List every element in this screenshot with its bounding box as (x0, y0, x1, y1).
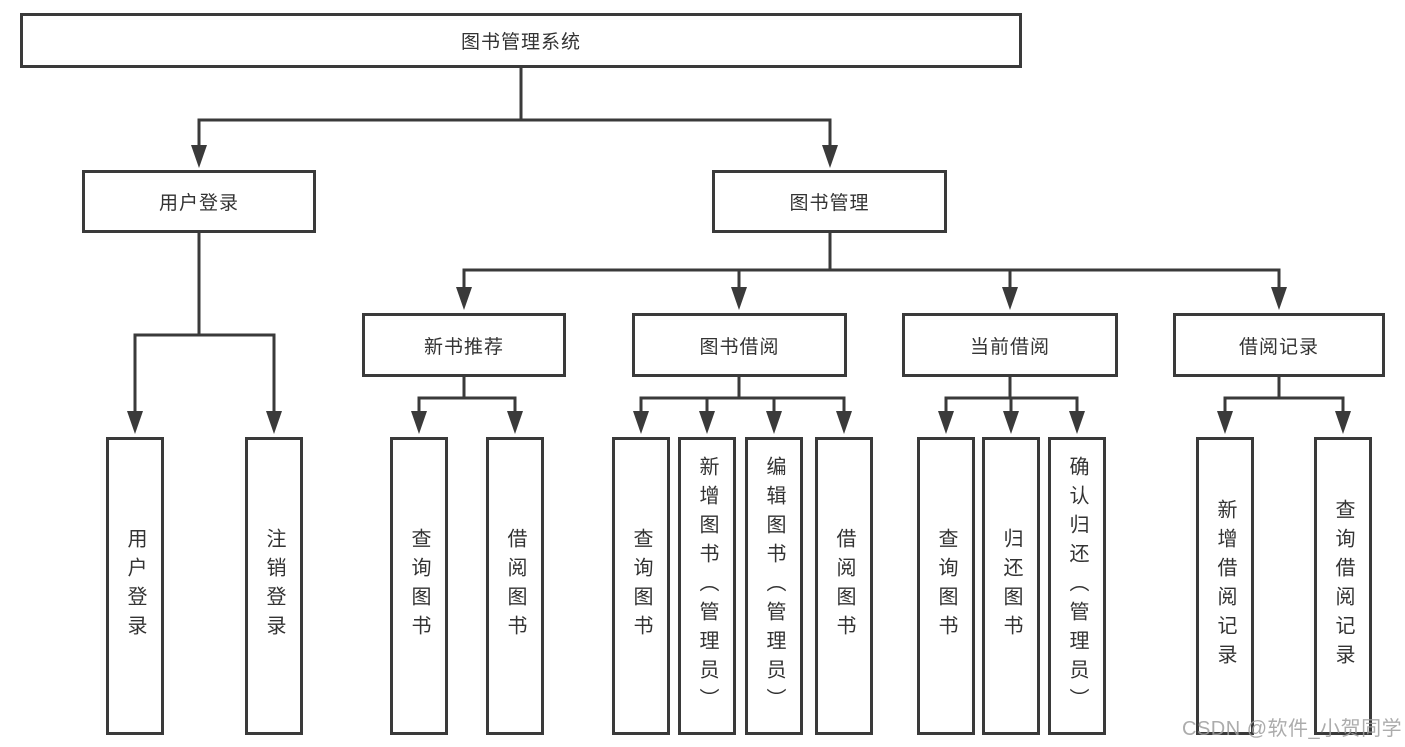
node-label: 查询图书 (408, 528, 430, 644)
node-label: 归还图书 (1000, 528, 1022, 644)
leaf-add-books-admin: 新增图书（管理员） (678, 437, 736, 735)
csdn-watermark: CSDN @软件_小贺同学 (1182, 718, 1403, 740)
leaf-user-login: 用户登录 (106, 437, 164, 735)
node-label: 用户登录 (158, 193, 239, 214)
node-label: 借阅图书 (833, 528, 855, 644)
node-label: 当前借阅 (969, 336, 1050, 358)
bus-current-borrow-children (938, 377, 1085, 434)
node-label: 新增图书（管理员） (696, 455, 718, 717)
node-label: 查询图书 (630, 528, 652, 644)
node-label: 确认归还（管理员） (1066, 455, 1088, 717)
leaf-add-borrow-record: 新增借阅记录 (1196, 437, 1254, 735)
node-label: 新书推荐 (423, 336, 504, 358)
node-label: 图书借阅 (699, 336, 780, 358)
leaf-logout: 注销登录 (245, 437, 303, 735)
bus-book-management-children (456, 233, 1287, 310)
leaf-borrow-books: 借阅图书 (815, 437, 873, 735)
node-label: 用户登录 (124, 528, 146, 644)
bus-book-borrow-children (633, 377, 852, 434)
bus-new-book-recommend-children (411, 377, 523, 434)
node-label: 图书管理系统 (460, 32, 581, 53)
node-book-management-module: 图书管理 (712, 170, 947, 233)
leaf-edit-books-admin: 编辑图书（管理员） (745, 437, 803, 735)
leaf-confirm-return-admin: 确认归还（管理员） (1048, 437, 1106, 735)
leaf-search-books-recommend: 查询图书 (390, 437, 448, 735)
node-book-borrow: 图书借阅 (632, 313, 847, 377)
leaf-return-books: 归还图书 (982, 437, 1040, 735)
node-label: 查询借阅记录 (1332, 499, 1354, 673)
node-label: 图书管理 (789, 193, 870, 214)
bus-user-login-children (127, 233, 282, 434)
bus-root-to-level2 (191, 68, 838, 168)
leaf-borrow-books-recommend: 借阅图书 (486, 437, 544, 735)
node-borrow-records: 借阅记录 (1173, 313, 1385, 377)
leaf-search-borrow-record: 查询借阅记录 (1314, 437, 1372, 735)
leaf-search-books-current: 查询图书 (917, 437, 975, 735)
node-current-borrow: 当前借阅 (902, 313, 1118, 377)
node-new-book-recommend: 新书推荐 (362, 313, 566, 377)
node-label: 新增借阅记录 (1214, 499, 1236, 673)
node-label: 编辑图书（管理员） (763, 455, 785, 717)
node-label: 借阅图书 (504, 528, 526, 644)
node-book-management-system: 图书管理系统 (20, 13, 1022, 68)
node-label: 借阅记录 (1238, 336, 1319, 358)
node-label: 注销登录 (263, 528, 285, 644)
node-user-login-module: 用户登录 (82, 170, 316, 233)
bus-borrow-records-children (1217, 377, 1351, 434)
node-label: 查询图书 (935, 528, 957, 644)
leaf-search-books-borrow: 查询图书 (612, 437, 670, 735)
